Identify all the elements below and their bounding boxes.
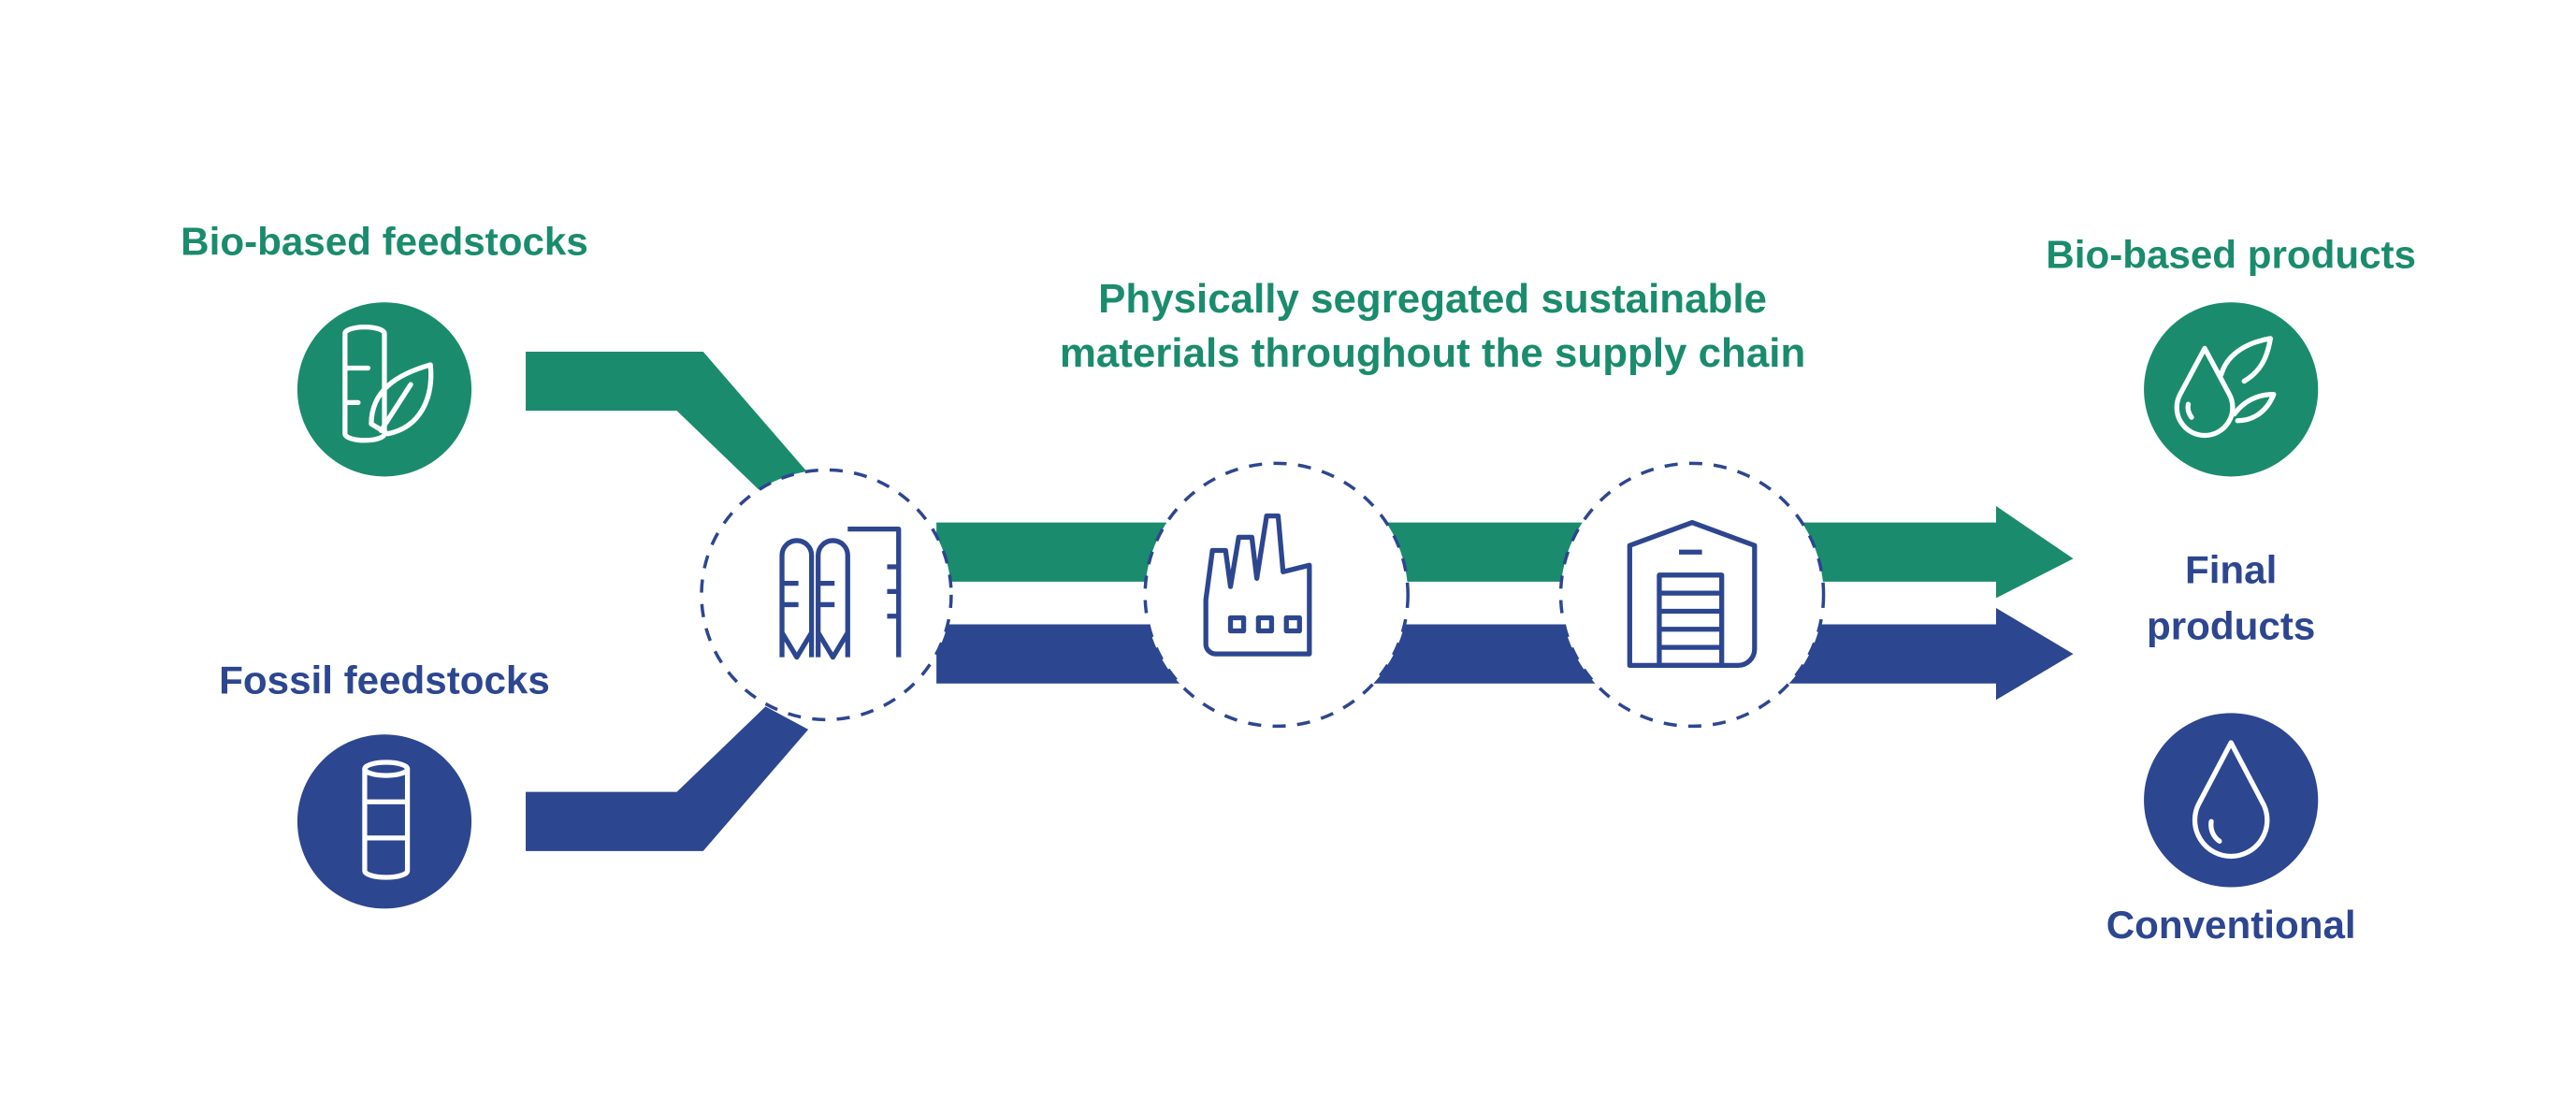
conventional-badge bbox=[2144, 713, 2319, 888]
drop-leaf-icon bbox=[2174, 336, 2277, 439]
bio-flow-arrow bbox=[936, 506, 2074, 599]
fossil-feed-band bbox=[526, 706, 809, 851]
conventional-label: Conventional bbox=[2106, 903, 2356, 947]
bio-feedstocks-label: Bio-based feedstocks bbox=[181, 219, 588, 263]
final-products-line2: products bbox=[2147, 603, 2315, 647]
fossil-feedstock-badge bbox=[297, 734, 472, 909]
silos-icon bbox=[779, 527, 902, 660]
barrel-icon bbox=[362, 760, 411, 880]
final-products-line1: Final bbox=[2185, 548, 2277, 592]
bio-products-label: Bio-based products bbox=[2046, 232, 2416, 276]
center-title-line2: materials throughout the supply chain bbox=[1060, 330, 1805, 376]
barrel-leaf-icon bbox=[342, 324, 434, 443]
bio-products-badge bbox=[2144, 302, 2319, 477]
stage-warehouse bbox=[1558, 461, 1826, 729]
factory-icon bbox=[1203, 513, 1312, 657]
warehouse-icon bbox=[1627, 519, 1758, 669]
stage-silos bbox=[700, 468, 953, 722]
bio-feed-band bbox=[526, 351, 809, 497]
stage-factory bbox=[1143, 461, 1410, 729]
center-title-line1: Physically segregated sustainable bbox=[1098, 276, 1767, 322]
drop-icon bbox=[2192, 740, 2270, 860]
fossil-flow-arrow bbox=[936, 607, 2074, 701]
fossil-feedstocks-label: Fossil feedstocks bbox=[219, 658, 550, 702]
